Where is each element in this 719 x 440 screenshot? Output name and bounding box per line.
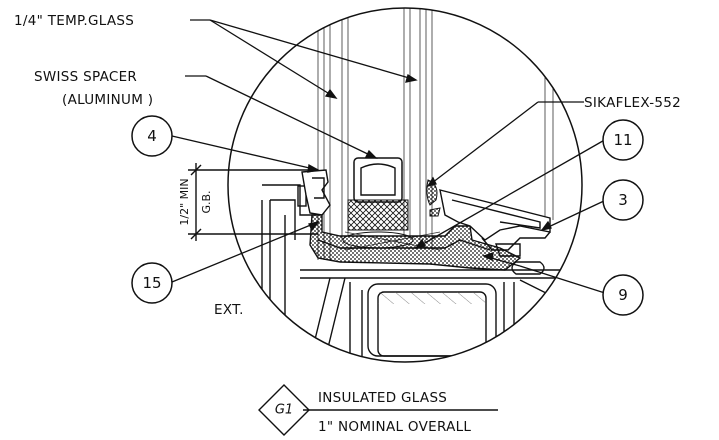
lower-frame-profile — [300, 269, 582, 361]
callout-11: 11 — [602, 119, 644, 161]
label-glass: 1/4" TEMP.GLASS — [14, 13, 134, 29]
label-sealant: SIKAFLEX-552 — [584, 95, 681, 111]
dimension-gb: 1/2" MIN G.B. — [178, 163, 318, 241]
glazing-pocket-sealant — [309, 214, 522, 271]
dim-label-gb: G.B. — [200, 190, 213, 213]
label-spacer-material: (ALUMINUM ) — [62, 92, 153, 108]
svg-text:3: 3 — [618, 191, 628, 209]
svg-text:9: 9 — [618, 286, 628, 304]
callout-15: 15 — [131, 262, 173, 304]
callout-9: 9 — [602, 274, 644, 316]
callout-3: 3 — [602, 179, 644, 221]
dim-label-min: 1/2" MIN — [178, 178, 191, 225]
svg-text:11: 11 — [613, 131, 632, 149]
glazing-bead-left — [301, 169, 331, 216]
callout-4: 4 — [131, 115, 173, 157]
detail-circle-content — [261, 8, 582, 361]
svg-text:4: 4 — [147, 127, 157, 145]
svg-text:15: 15 — [142, 274, 161, 292]
detail-title: INSULATED GLASS — [318, 390, 447, 406]
leader-lines — [171, 19, 609, 295]
detail-subtitle: 1" NOMINAL OVERALL — [318, 419, 471, 435]
secondary-seal — [347, 199, 409, 231]
label-spacer: SWISS SPACER — [34, 69, 137, 85]
swiss-spacer — [353, 157, 403, 203]
detail-tag-diamond — [258, 384, 310, 436]
detail-circle-outline — [227, 7, 583, 363]
title-block: G1 INSULATED GLASS 1" NOMINAL OVERALL — [258, 384, 498, 436]
detail-tag: G1 — [275, 403, 293, 418]
label-exterior: EXT. — [214, 302, 244, 318]
